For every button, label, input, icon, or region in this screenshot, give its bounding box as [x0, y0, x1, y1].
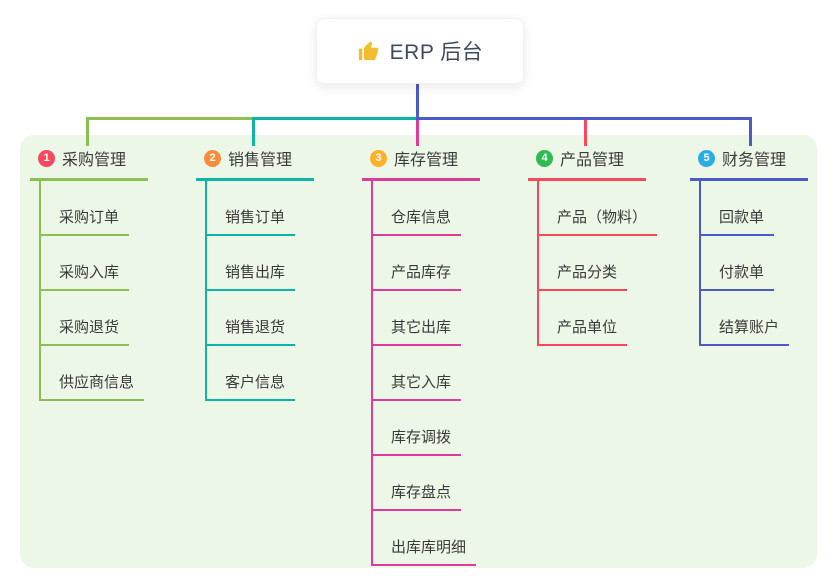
branch-children-product: 产品（物料） 产品分类 产品单位 [537, 181, 658, 346]
connector-root-vertical [416, 84, 419, 118]
node-stock-check[interactable]: 库存盘点 [373, 456, 462, 511]
branch-sales: 2 销售管理 销售订单 销售出库 销售退货 客户信息 [196, 146, 314, 401]
node-product-stock[interactable]: 产品库存 [373, 236, 462, 291]
node-purchase-return[interactable]: 采购退货 [41, 291, 130, 346]
node-outbound-detail[interactable]: 出库库明细 [373, 511, 477, 566]
node-sales-order[interactable]: 销售订单 [207, 181, 296, 236]
branch-header-product[interactable]: 4 产品管理 [528, 146, 646, 181]
branch-title: 销售管理 [228, 152, 293, 169]
branch-number-badge: 3 [370, 149, 387, 167]
node-other-outbound[interactable]: 其它出库 [373, 291, 462, 346]
thumbs-up-icon [358, 40, 379, 60]
branch-children-finance: 回款单 付款单 结算账户 [699, 181, 790, 346]
connector-horizontal-mid [252, 117, 419, 120]
branch-number-badge: 1 [38, 149, 55, 167]
root-node[interactable]: ERP 后台 [316, 18, 524, 84]
branch-title: 采购管理 [62, 152, 127, 169]
branch-title: 产品管理 [560, 152, 625, 169]
node-collection-receipt[interactable]: 回款单 [701, 181, 775, 236]
branch-children-purchase: 采购订单 采购入库 采购退货 供应商信息 [39, 181, 145, 401]
branch-title: 库存管理 [394, 152, 459, 169]
node-purchase-inbound[interactable]: 采购入库 [41, 236, 130, 291]
branch-header-purchase[interactable]: 1 采购管理 [30, 146, 148, 181]
connector-stub-inventory [416, 119, 419, 146]
connector-stub-finance [749, 117, 752, 146]
branch-finance: 5 财务管理 回款单 付款单 结算账户 [690, 146, 808, 346]
connector-stub-sales [252, 117, 255, 146]
node-settlement-account[interactable]: 结算账户 [701, 291, 790, 346]
node-stock-transfer[interactable]: 库存调拨 [373, 401, 462, 456]
branch-number-badge: 4 [536, 149, 553, 167]
branch-inventory: 3 库存管理 仓库信息 产品库存 其它出库 其它入库 库存调拨 库存盘点 出库库… [362, 146, 480, 566]
node-product-category[interactable]: 产品分类 [539, 236, 628, 291]
node-sales-return[interactable]: 销售退货 [207, 291, 296, 346]
branch-purchase: 1 采购管理 采购订单 采购入库 采购退货 供应商信息 [30, 146, 148, 401]
branch-number-badge: 5 [698, 149, 715, 167]
branch-children-inventory: 仓库信息 产品库存 其它出库 其它入库 库存调拨 库存盘点 出库库明细 [371, 181, 477, 566]
connector-stub-product [584, 117, 587, 146]
branch-number-badge: 2 [204, 149, 221, 167]
node-sales-outbound[interactable]: 销售出库 [207, 236, 296, 291]
connector-stub-purchase [86, 117, 89, 146]
branch-header-finance[interactable]: 5 财务管理 [690, 146, 808, 181]
connector-horizontal-right [416, 117, 752, 120]
branch-header-inventory[interactable]: 3 库存管理 [362, 146, 480, 181]
node-purchase-order[interactable]: 采购订单 [41, 181, 130, 236]
node-warehouse-info[interactable]: 仓库信息 [373, 181, 462, 236]
node-product-material[interactable]: 产品（物料） [539, 181, 658, 236]
branch-title: 财务管理 [722, 152, 787, 169]
node-customer-info[interactable]: 客户信息 [207, 346, 296, 401]
root-title: ERP 后台 [389, 41, 484, 64]
node-product-unit[interactable]: 产品单位 [539, 291, 628, 346]
node-other-inbound[interactable]: 其它入库 [373, 346, 462, 401]
mindmap-panel [20, 135, 817, 568]
connector-horizontal-left [86, 117, 254, 120]
node-payment-doc[interactable]: 付款单 [701, 236, 775, 291]
node-supplier-info[interactable]: 供应商信息 [41, 346, 145, 401]
branch-children-sales: 销售订单 销售出库 销售退货 客户信息 [205, 181, 296, 401]
branch-header-sales[interactable]: 2 销售管理 [196, 146, 314, 181]
branch-product: 4 产品管理 产品（物料） 产品分类 产品单位 [528, 146, 658, 346]
